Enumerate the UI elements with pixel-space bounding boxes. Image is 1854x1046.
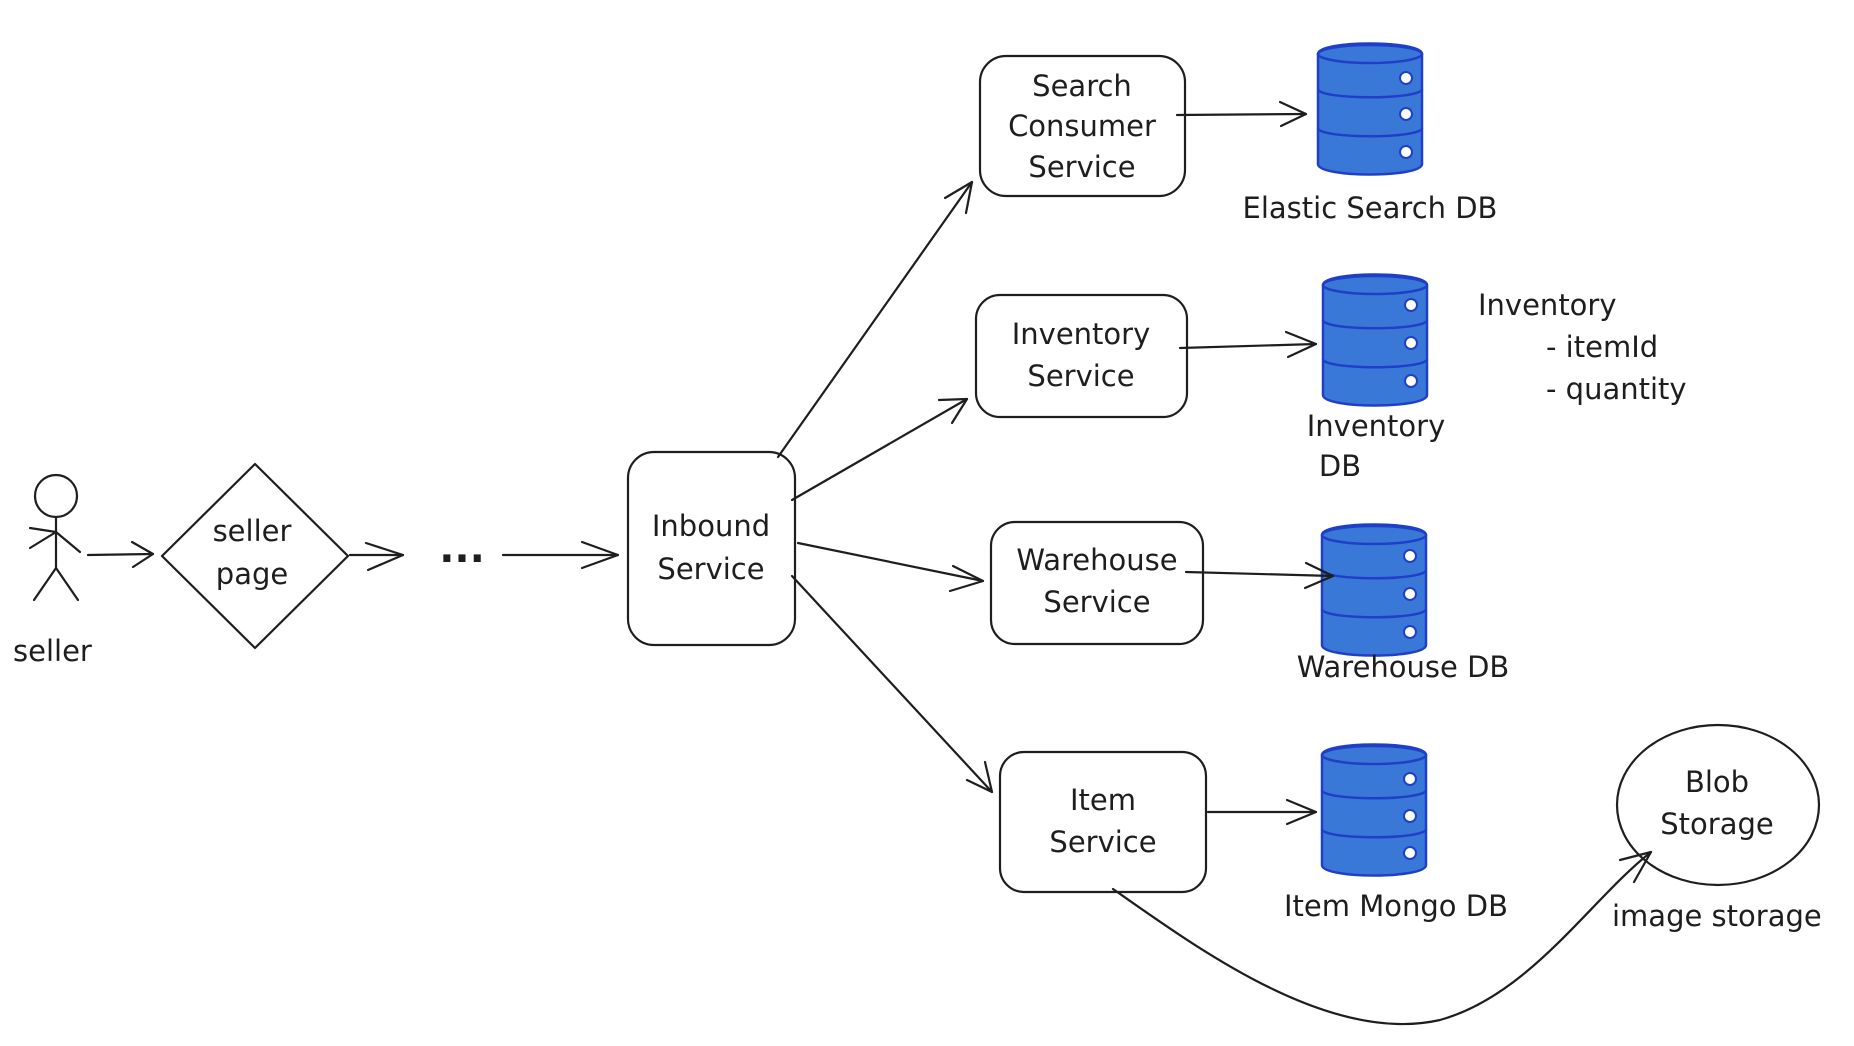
item-service-label-line2: Service (1049, 825, 1156, 859)
warehouse-service-label-line2: Service (1043, 585, 1150, 619)
inventory-schema-field-quantity: - quantity (1546, 372, 1687, 406)
blob-storage-node (1615, 723, 1821, 887)
arrow-search-to-elastic-db (1175, 100, 1308, 128)
inventory-service-label-line1: Inventory (1012, 317, 1151, 351)
inventory-db-label-line1: Inventory (1307, 409, 1446, 443)
arrow-warehouse-to-warehouse-db (1184, 561, 1335, 590)
search-service-label-line3: Service (1028, 150, 1135, 184)
item-mongo-db-icon (1320, 743, 1428, 877)
arrow-item-to-blob-storage (1111, 850, 1653, 1026)
inventory-service-box (974, 293, 1189, 419)
seller-actor (28, 473, 82, 602)
arrow-item-to-item-db (1206, 798, 1318, 826)
inventory-db-icon (1321, 273, 1429, 407)
arrow-page-to-ellipsis (348, 541, 405, 572)
elastic-search-db-icon (1316, 42, 1424, 176)
seller-label: seller (13, 634, 92, 668)
blob-storage-label-line2: Storage (1660, 807, 1773, 841)
elastic-db-label: Elastic Search DB (1243, 191, 1498, 225)
ellipsis-label: ... (439, 526, 485, 572)
search-service-label-line2: Consumer (1008, 109, 1156, 143)
arrow-seller-to-page (86, 540, 155, 569)
inbound-service-label-line1: Inbound (652, 509, 770, 543)
item-service-label-line1: Item (1070, 783, 1136, 817)
inbound-service-box (626, 450, 797, 647)
arrow-inbound-to-warehouse (796, 541, 985, 593)
warehouse-db-icon (1320, 523, 1428, 657)
blob-storage-caption: image storage (1612, 899, 1822, 933)
seller-page-label-line1: seller (213, 514, 292, 548)
inventory-service-label-line2: Service (1027, 359, 1134, 393)
search-consumer-service-box (978, 54, 1187, 198)
arrow-inventory-to-inventory-db (1178, 330, 1318, 359)
search-service-label-line1: Search (1032, 69, 1132, 103)
arrow-inbound-to-item (790, 574, 994, 794)
blob-storage-label-line1: Blob (1685, 765, 1749, 799)
arrow-inbound-to-search (776, 180, 974, 459)
item-db-label: Item Mongo DB (1284, 889, 1508, 923)
inventory-schema-field-itemid: - itemId (1546, 330, 1658, 364)
warehouse-service-box (989, 520, 1205, 646)
seller-page-label-line2: page (216, 557, 288, 591)
seller-page-node (160, 462, 350, 650)
warehouse-service-label-line1: Warehouse (1016, 543, 1177, 577)
arrow-ellipsis-to-inbound (501, 540, 620, 570)
warehouse-db-label: Warehouse DB (1297, 650, 1510, 684)
inbound-service-label-line2: Service (657, 552, 764, 586)
arrow-inbound-to-inventory (790, 397, 969, 502)
inventory-db-label-line2: DB (1319, 449, 1361, 483)
inventory-schema-title: Inventory (1478, 288, 1617, 322)
item-service-box (998, 750, 1208, 894)
